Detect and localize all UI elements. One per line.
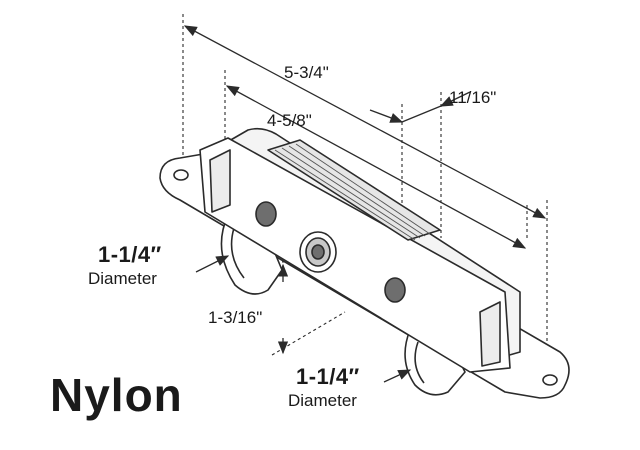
wheel-size-front: 1-1/4″: [98, 242, 162, 267]
wheel-diameter-label-front: Diameter: [88, 269, 157, 288]
roller-housing: [159, 127, 570, 399]
wheel-diameter-label-rear: Diameter: [288, 391, 357, 410]
axle-span-label: 4-5/8": [267, 111, 312, 130]
offset-label: 11/16": [449, 88, 497, 107]
dimension-lines: [183, 25, 547, 355]
wheel-size-rear: 1-1/4″: [296, 364, 360, 389]
material-label: Nylon: [50, 369, 183, 421]
leader-lines: [195, 255, 412, 383]
height-label: 1-3/16": [208, 308, 263, 327]
overall-length-label: 5-3/4": [284, 63, 329, 82]
